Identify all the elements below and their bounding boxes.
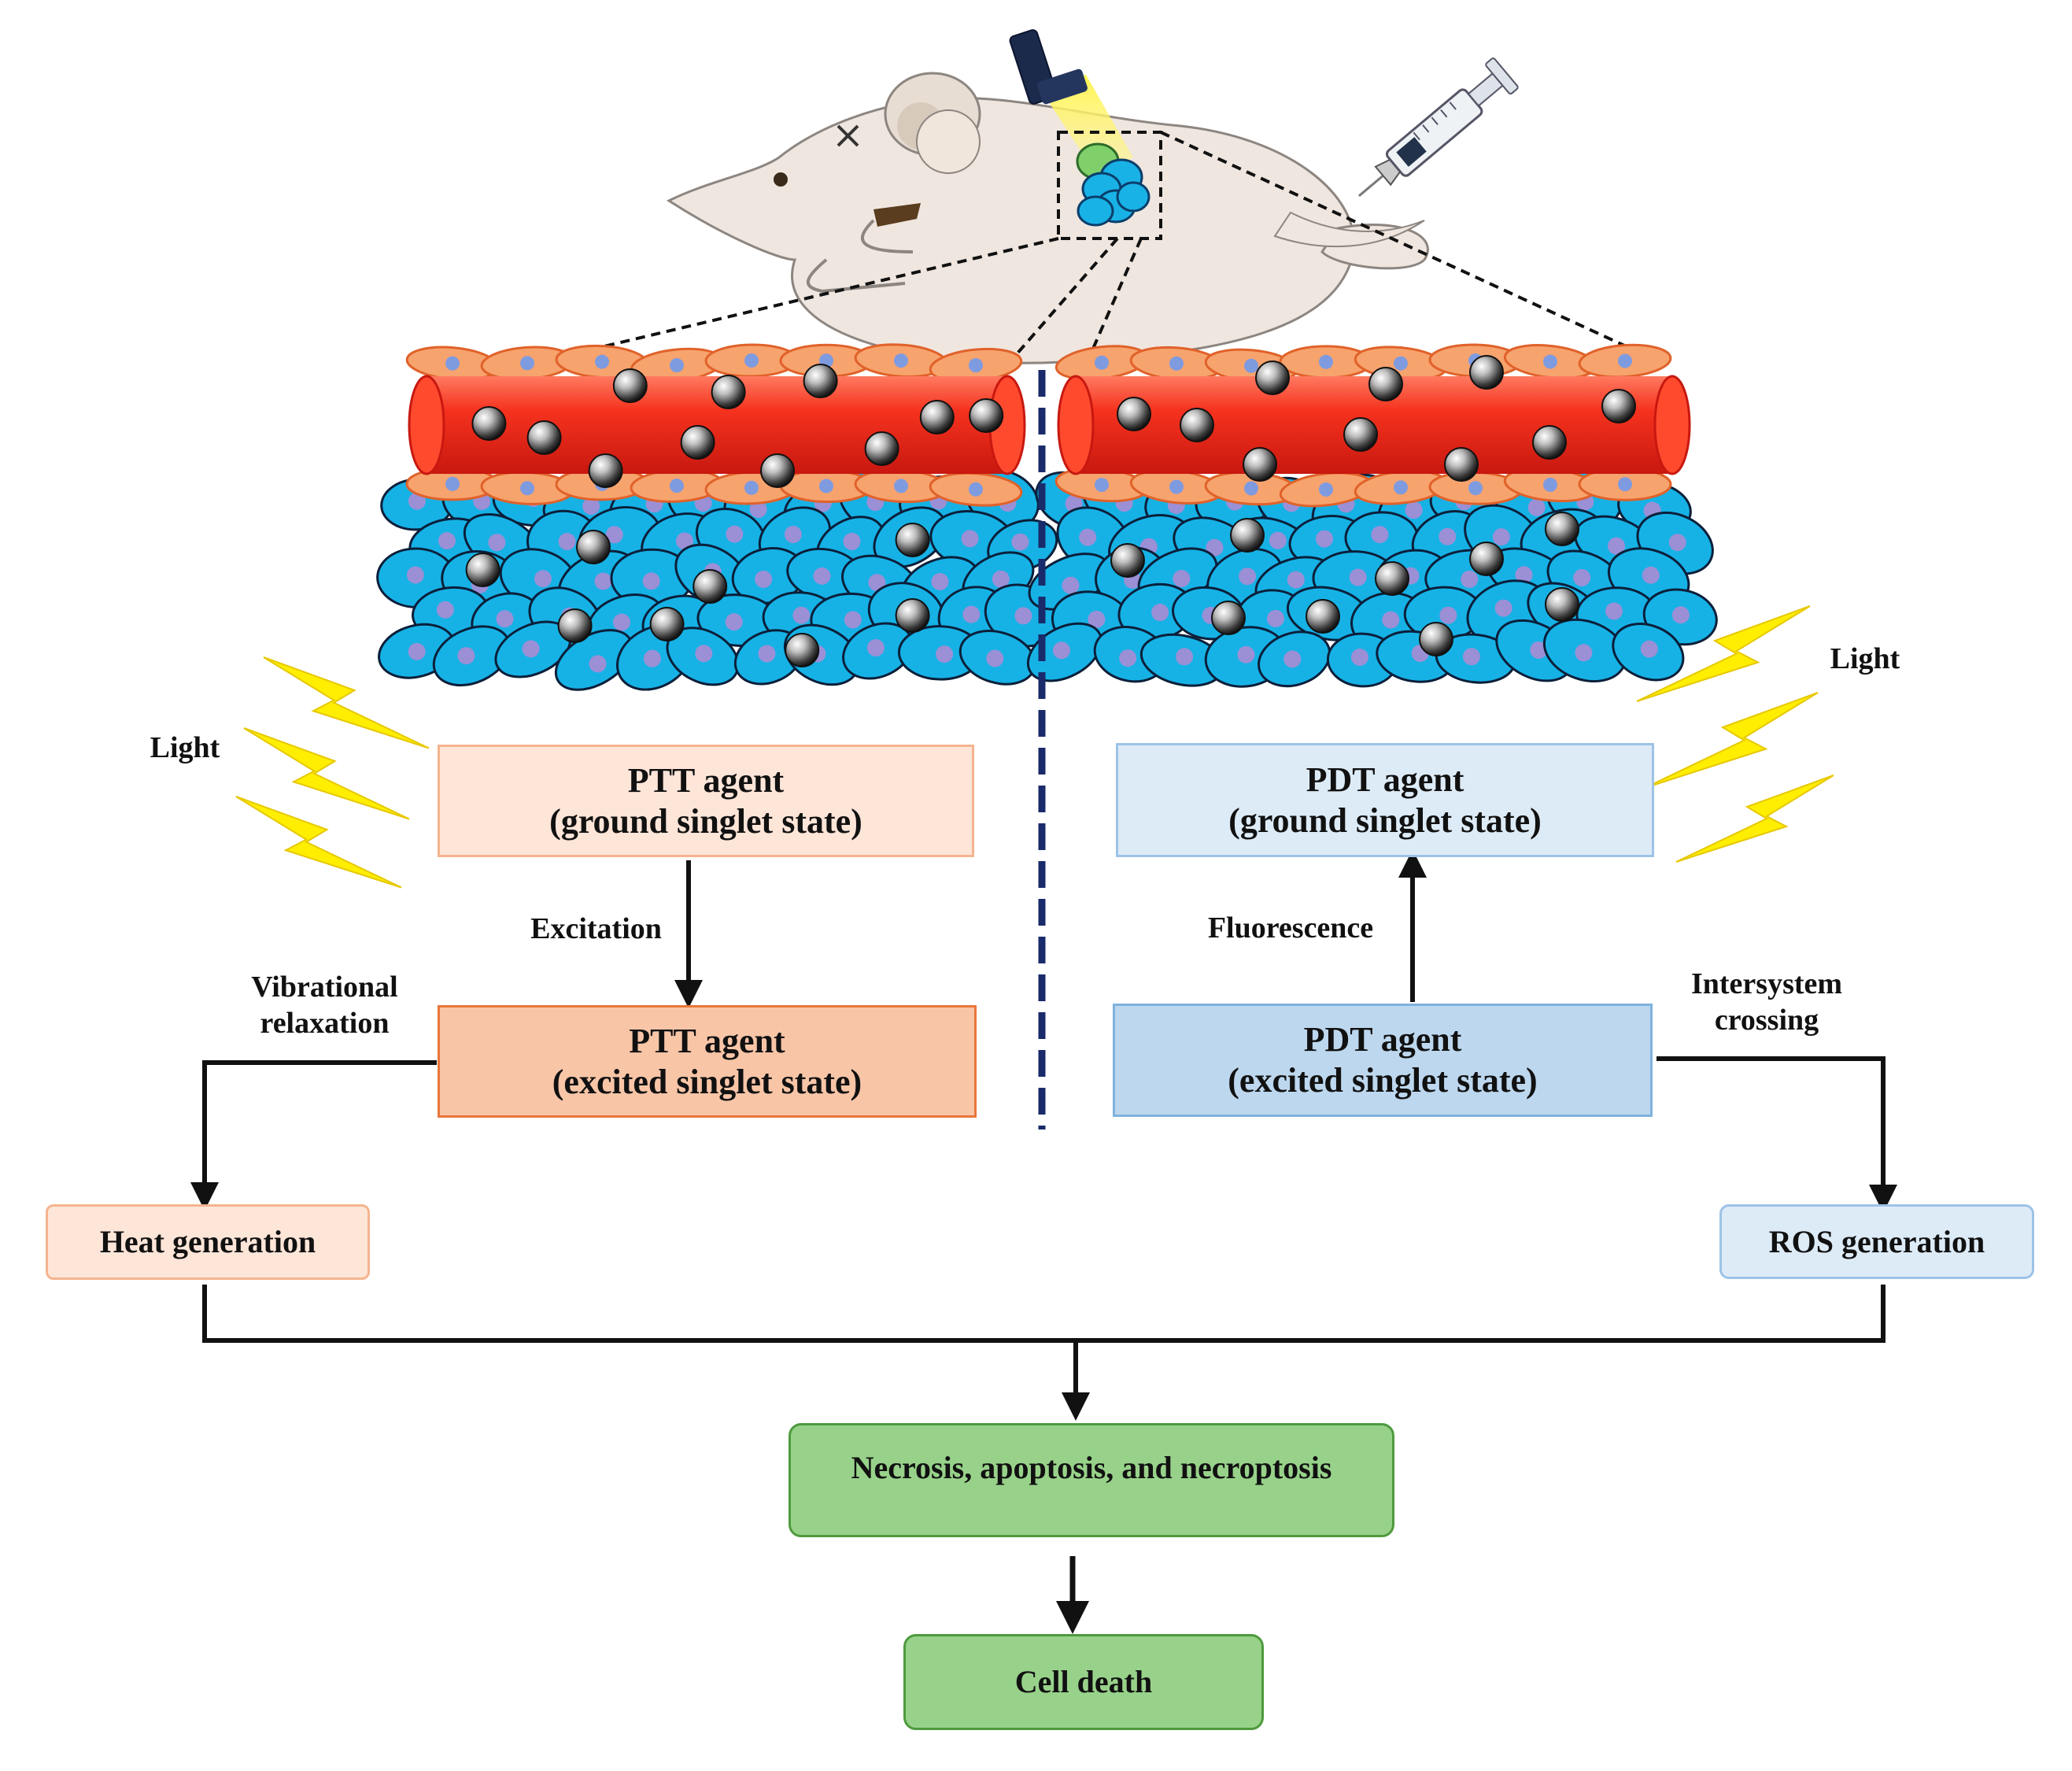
- intersystem-crossing-line1: Intersystem: [1690, 967, 1843, 1000]
- fluorescence-label: Fluorescence: [1207, 911, 1374, 945]
- tumor-cells: [1026, 468, 1718, 688]
- ptt-tissue-illustration: [376, 343, 1060, 691]
- endothelial-cells: [405, 343, 1023, 507]
- mechanisms-label: Necrosis, apoptosis, and necroptosis: [851, 1450, 1332, 1485]
- vibrational-relaxation-line2: relaxation: [260, 1006, 390, 1040]
- zoom-region-box: [1057, 131, 1162, 240]
- intersystem-crossing-label: Intersystem crossing: [1660, 967, 1873, 1038]
- vibrational-relaxation-line1: Vibrational: [251, 971, 398, 1004]
- vibrational-relaxation-label: Vibrational relaxation: [224, 970, 425, 1041]
- mouse-eye-x: [837, 124, 859, 147]
- tumor-icon: [1076, 142, 1150, 227]
- cell-death-label: Cell death: [1014, 1664, 1153, 1700]
- tumor-cells: [376, 468, 1060, 691]
- ptt-excited-title: PTT agent: [629, 1021, 785, 1060]
- pdt-excited-state-box: PDT agent (excited singlet state): [1113, 1004, 1653, 1117]
- pdt-tissue-illustration: [1026, 343, 1718, 688]
- pdt-light-label: Light: [1830, 642, 1900, 675]
- intersystem-crossing-line2: crossing: [1714, 1003, 1819, 1037]
- relaxation-arrow: [190, 1060, 437, 1211]
- ptt-ground-state-box: PTT agent (ground singlet state): [438, 745, 974, 857]
- ptt-excited-state-box: PTT agent (excited singlet state): [438, 1005, 977, 1118]
- isc-arrow: [1656, 1056, 1897, 1213]
- endothelial-cells: [1054, 343, 1672, 508]
- light-bolts: [235, 605, 1834, 889]
- pdt-ground-state-box: PDT agent (ground singlet state): [1116, 743, 1654, 857]
- ptt-excited-state: (excited singlet state): [552, 1062, 862, 1101]
- pdt-ground-title: PDT agent: [1306, 760, 1464, 799]
- ptt-ground-title: PTT agent: [627, 760, 785, 800]
- mouse-nose: [774, 172, 788, 187]
- pdt-ground-state: (ground singlet state): [1228, 800, 1542, 840]
- nanoparticles: [465, 364, 1004, 667]
- merge-bracket: [202, 1285, 1885, 1343]
- heat-generation-box: Heat generation: [46, 1204, 370, 1280]
- cell-death-box: Cell death: [903, 1634, 1264, 1730]
- mouse-illustration: [666, 72, 1429, 364]
- mechanisms-box: Necrosis, apoptosis, and necroptosis: [789, 1423, 1394, 1537]
- excitation-label: Excitation: [530, 912, 662, 945]
- pdt-excited-state: (excited singlet state): [1228, 1061, 1538, 1100]
- pdt-excited-title: PDT agent: [1303, 1020, 1462, 1059]
- heat-generation-label: Heat generation: [99, 1224, 316, 1260]
- syringe-icon: [1357, 57, 1519, 198]
- ptt-ground-state: (ground singlet state): [549, 801, 862, 841]
- ros-generation-box: ROS generation: [1719, 1204, 2034, 1279]
- ros-generation-label: ROS generation: [1768, 1223, 1985, 1259]
- blood-vessel: [408, 375, 1026, 475]
- ptt-light-label: Light: [150, 731, 220, 764]
- nanoparticles: [1110, 355, 1636, 656]
